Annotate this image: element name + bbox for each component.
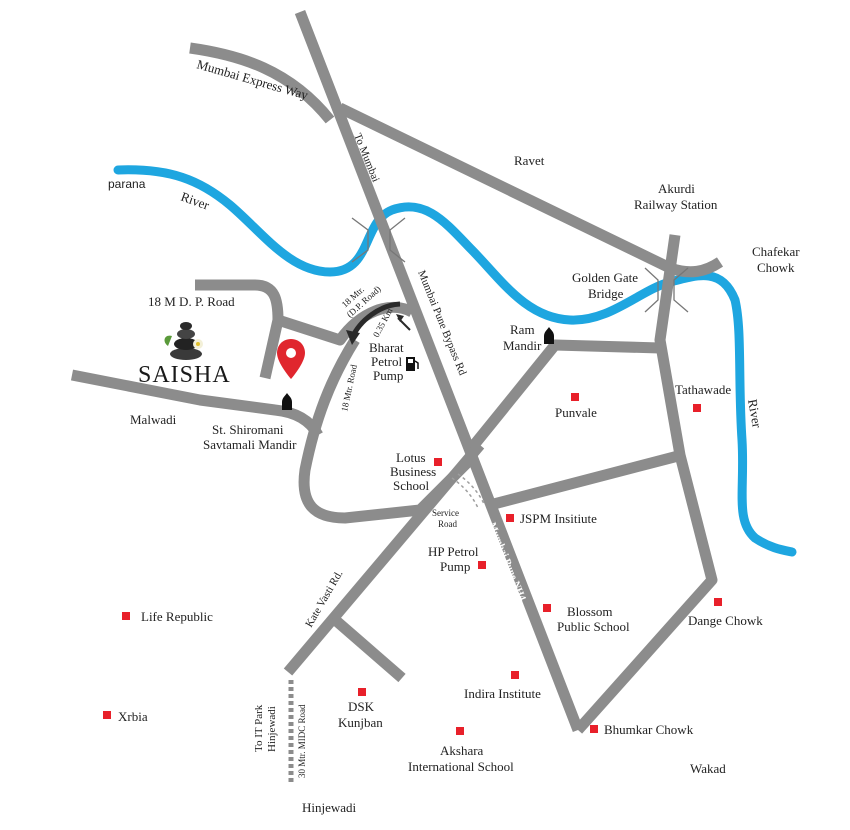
label-jspm: JSPM Insitiute	[520, 511, 597, 526]
loop-road	[298, 337, 472, 524]
marker-akshara	[456, 727, 464, 735]
label-akshara-1: Akshara	[440, 743, 484, 758]
label-it-park-1: To IT Park	[253, 704, 265, 752]
bridge-marks	[351, 217, 689, 313]
label-dange: Dange Chowk	[688, 613, 763, 628]
label-ravet: Ravet	[514, 153, 545, 168]
marker-life-republic	[122, 612, 130, 620]
river-layer	[113, 165, 797, 557]
label-midc-road: 30 Mtr. MIDC Road	[297, 704, 307, 778]
label-it-park-2: Hinjewadi	[266, 706, 278, 752]
road-layer	[70, 10, 724, 734]
marker-dange	[714, 598, 722, 606]
label-blossom-1: Blossom	[567, 604, 613, 619]
marker-lotus	[434, 458, 442, 466]
project-name: SAISHA	[138, 362, 231, 388]
mumbai-express-way	[189, 42, 335, 124]
dsk-branch-road	[329, 613, 406, 683]
marker-indira	[511, 671, 519, 679]
label-service-2: Road	[438, 519, 457, 529]
label-indira: Indira Institute	[464, 686, 541, 701]
label-hp-2: Pump	[440, 559, 470, 574]
label-tathawade: Tathawade	[675, 382, 731, 397]
label-bhumkar: Bhumkar Chowk	[604, 722, 694, 737]
label-golden-gate-1: Golden Gate	[572, 270, 638, 285]
marker-tathawade	[693, 404, 701, 412]
label-life-republic: Life Republic	[141, 609, 213, 624]
label-malwadi: Malwadi	[130, 412, 177, 427]
label-xrbia: Xrbia	[118, 709, 148, 724]
label-service-1: Service	[432, 508, 459, 518]
marker-xrbia	[103, 711, 111, 719]
fuel-pump-icon	[406, 357, 419, 371]
label-bharat-2: Petrol	[371, 354, 402, 369]
label-ram-mandir-2: Mandir	[503, 338, 542, 353]
saisha-logo-icon	[164, 322, 203, 360]
poi-markers	[103, 393, 722, 735]
label-blossom-2: Public School	[557, 619, 630, 634]
label-dp-road-18: 18 M D. P. Road	[148, 294, 235, 309]
marker-punvale	[571, 393, 579, 401]
mumbai-pune-bypass-nh4	[294, 10, 584, 732]
label-akurdi-1: Akurdi	[658, 181, 695, 196]
temple-icon-ram-mandir	[544, 327, 554, 344]
label-chafekar-2: Chowk	[757, 260, 795, 275]
label-dsk-2: Kunjban	[338, 715, 383, 730]
label-bharat-1: Bharat	[369, 340, 404, 355]
label-hinjewadi: Hinjewadi	[302, 800, 357, 815]
dp-road-curve	[346, 301, 411, 345]
label-lotus-1: Lotus	[396, 450, 426, 465]
label-akshara-2: International School	[408, 759, 514, 774]
label-lotus-3: School	[393, 478, 430, 493]
label-shiromani-2: Savtamali Mandir	[203, 437, 297, 452]
label-parana: parana	[108, 177, 146, 191]
marker-dsk	[358, 688, 366, 696]
label-dsk-1: DSK	[348, 699, 375, 714]
marker-jspm	[506, 514, 514, 522]
label-wakad: Wakad	[690, 761, 726, 776]
temple-icon-shiromani	[282, 393, 292, 410]
label-punvale: Punvale	[555, 405, 597, 420]
label-river-right: River	[745, 398, 765, 430]
marker-blossom	[543, 604, 551, 612]
label-lotus-2: Business	[390, 464, 436, 479]
label-bharat-3: Pump	[373, 368, 403, 383]
label-akurdi-2: Railway Station	[634, 197, 718, 212]
pawana-river	[113, 165, 797, 557]
service-road	[451, 473, 485, 509]
label-chafekar-1: Chafekar	[752, 244, 800, 259]
marker-hp	[478, 561, 486, 569]
label-shiromani-1: St. Shiromani	[212, 422, 284, 437]
malwadi-road	[70, 369, 323, 438]
label-hp-1: HP Petrol	[428, 544, 479, 559]
location-pin-icon	[277, 339, 305, 379]
saisha-stub-road	[259, 318, 284, 380]
label-golden-gate-2: Bridge	[588, 286, 624, 301]
label-ram-mandir-1: Ram	[510, 322, 535, 337]
marker-bhumkar	[590, 725, 598, 733]
ram-mandir-road	[465, 339, 661, 454]
jspm-road	[488, 449, 684, 511]
